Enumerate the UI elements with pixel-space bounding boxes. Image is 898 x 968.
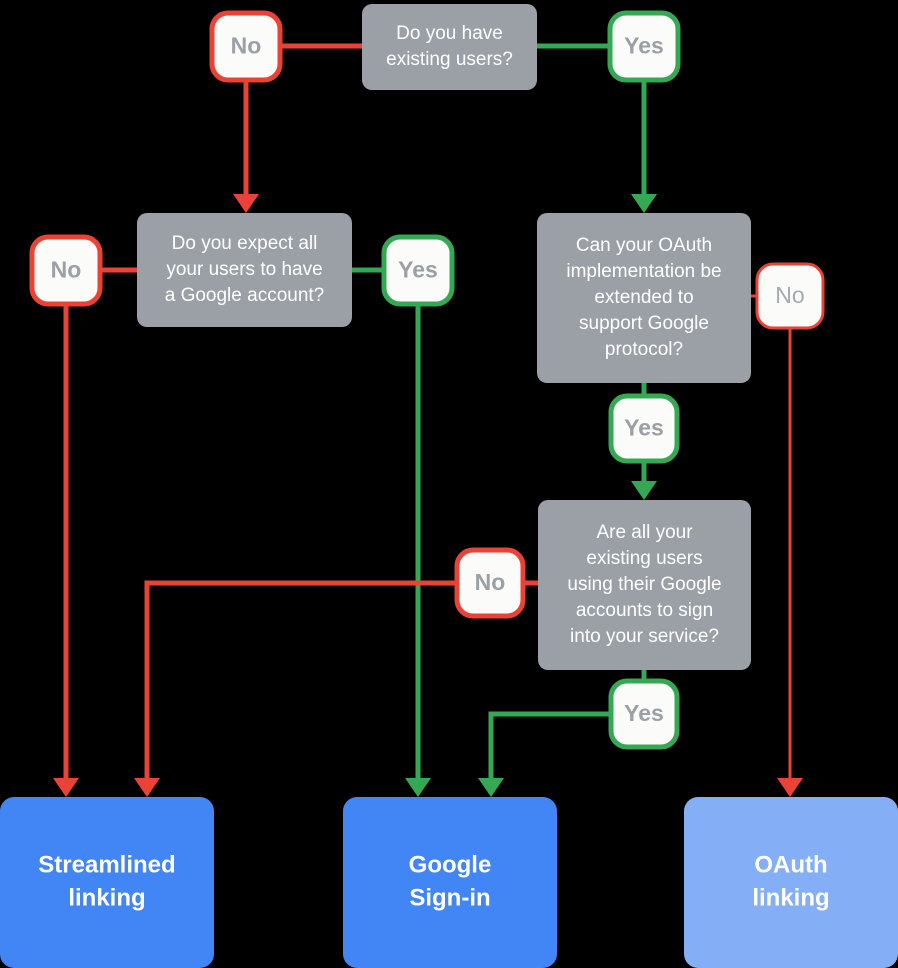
outcome-oauth-linking-line-0: OAuth bbox=[754, 851, 827, 878]
badge-yes-oauth-extendable-label: Yes bbox=[624, 415, 664, 441]
q-google-account-line-2: a Google account? bbox=[165, 285, 325, 306]
q-google-accounts-signin-line-0: Are all your bbox=[596, 522, 693, 543]
q-oauth-extendable-box bbox=[537, 213, 751, 383]
badge-no-google-account-label: No bbox=[51, 257, 82, 283]
edge-no-google-account-down bbox=[53, 304, 79, 797]
q-existing-users-box bbox=[362, 4, 537, 90]
badge-no-existing-users-box[interactable] bbox=[209, 10, 283, 83]
q-oauth-extendable-line-4: protocol? bbox=[605, 339, 683, 360]
edge-yes-signin-to-google-signin bbox=[478, 711, 611, 797]
q-oauth-extendable-line-1: implementation be bbox=[566, 261, 721, 282]
badge-yes-google-account-box[interactable] bbox=[381, 234, 455, 307]
badge-yes-google-account[interactable]: Yes bbox=[381, 234, 455, 307]
q-google-accounts-signin: Are all your existing users using their Go… bbox=[538, 500, 751, 670]
badge-yes-google-signin-label: Yes bbox=[624, 700, 664, 726]
q-oauth-extendable-line-0: Can your OAuth bbox=[576, 235, 712, 256]
edge-no-to-google-account-q-arrowhead bbox=[233, 194, 259, 213]
outcome-oauth-linking-box[interactable] bbox=[684, 797, 898, 968]
q-google-account-box bbox=[137, 213, 352, 327]
badge-no-google-account-box[interactable] bbox=[29, 234, 103, 307]
edge-no-oauth-down-arrowhead bbox=[777, 778, 803, 797]
edge-no-signin-to-streamlined-line bbox=[144, 580, 457, 780]
edge-no-to-google-account-q bbox=[233, 80, 259, 213]
edge-yes-oauth-to-signin-q bbox=[631, 461, 657, 500]
q-oauth-extendable-line-3: support Google bbox=[579, 313, 709, 334]
edge-no-signin-to-streamlined-arrowhead bbox=[134, 778, 160, 797]
badge-no-oauth-extendable-box[interactable] bbox=[755, 262, 825, 330]
edge-yes-signin-to-google-signin-line bbox=[488, 711, 611, 780]
badge-no-google-signin-box[interactable] bbox=[454, 547, 526, 619]
edges-layer bbox=[53, 43, 803, 797]
questions-layer: Do you have existing users? Do you expect … bbox=[137, 4, 751, 670]
q-google-account: Do you expect all your users to have a Goo… bbox=[137, 213, 352, 327]
badge-yes-existing-users-label: Yes bbox=[624, 33, 664, 59]
edge-yes-signin-to-google-signin-arrowhead bbox=[478, 778, 504, 797]
edge-no-google-account-down-arrowhead bbox=[53, 778, 79, 797]
badge-no-google-account[interactable]: No bbox=[29, 234, 103, 307]
q-oauth-extendable-line-2: extended to bbox=[594, 287, 693, 308]
q-google-accounts-signin-line-2: using their Google bbox=[567, 574, 721, 595]
q-google-accounts-signin-line-3: accounts to sign bbox=[576, 600, 713, 621]
badge-yes-existing-users[interactable]: Yes bbox=[607, 10, 681, 83]
outcome-streamlined-linking-box[interactable] bbox=[0, 797, 214, 968]
q-google-accounts-signin-line-4: into your service? bbox=[570, 626, 719, 647]
edge-yes-oauth-to-signin-q-arrowhead bbox=[631, 481, 657, 500]
edge-no-oauth-down bbox=[777, 328, 803, 797]
outcome-streamlined-linking[interactable]: Streamlined linking bbox=[0, 797, 214, 968]
q-existing-users: Do you have existing users? bbox=[362, 4, 537, 90]
badge-no-existing-users[interactable]: No bbox=[209, 10, 283, 83]
outcome-streamlined-linking-line-0: Streamlined bbox=[38, 851, 175, 878]
edge-yes-google-account-down bbox=[405, 304, 431, 797]
edge-yes-google-account-down-arrowhead bbox=[405, 778, 431, 797]
badge-no-oauth-extendable-label: No bbox=[775, 282, 804, 308]
q-google-account-line-0: Do you expect all bbox=[172, 233, 318, 254]
badge-yes-existing-users-box[interactable] bbox=[607, 10, 681, 83]
q-google-account-line-1: your users to have bbox=[166, 259, 322, 280]
q-oauth-extendable: Can your OAuth implementation be extended … bbox=[537, 213, 751, 383]
edge-yes-to-oauth-q-arrowhead bbox=[631, 194, 657, 213]
outcome-google-signin-line-0: Google bbox=[409, 851, 492, 878]
outcome-oauth-linking-line-1: linking bbox=[752, 884, 829, 911]
badge-no-oauth-extendable[interactable]: No bbox=[755, 262, 825, 330]
badge-yes-oauth-extendable-box[interactable] bbox=[608, 393, 680, 464]
badge-no-google-signin-label: No bbox=[475, 569, 506, 595]
q-google-accounts-signin-box bbox=[538, 500, 751, 670]
badge-no-existing-users-label: No bbox=[231, 33, 262, 59]
edge-yes-to-oauth-q bbox=[631, 80, 657, 213]
q-google-accounts-signin-line-1: existing users bbox=[586, 548, 702, 569]
outcome-oauth-linking[interactable]: OAuth linking bbox=[684, 797, 898, 968]
q-existing-users-line-0: Do you have bbox=[396, 23, 503, 44]
q-existing-users-line-1: existing users? bbox=[386, 49, 513, 70]
outcome-google-signin-line-1: Sign-in bbox=[409, 884, 490, 911]
badge-yes-google-signin[interactable]: Yes bbox=[608, 678, 680, 750]
outcome-google-signin-box[interactable] bbox=[343, 797, 557, 968]
badge-yes-oauth-extendable[interactable]: Yes bbox=[608, 393, 680, 464]
outcome-streamlined-linking-line-1: linking bbox=[68, 884, 145, 911]
badge-yes-google-account-label: Yes bbox=[398, 257, 438, 283]
badge-no-google-signin[interactable]: No bbox=[454, 547, 526, 619]
edge-no-signin-to-streamlined bbox=[134, 580, 457, 797]
badge-yes-google-signin-box[interactable] bbox=[608, 678, 680, 750]
